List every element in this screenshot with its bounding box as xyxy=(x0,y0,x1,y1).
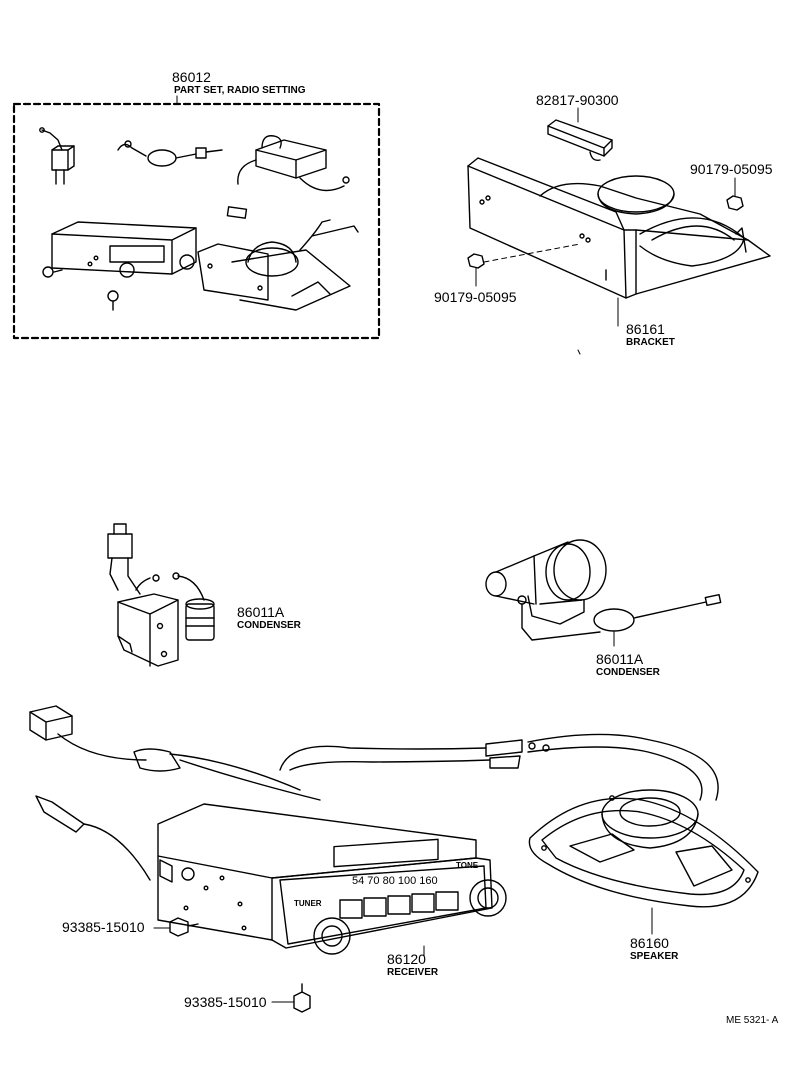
kit-connector-icon xyxy=(39,127,75,185)
bolt-left-part-number: 93385-15010 xyxy=(62,919,145,935)
bracket-part-name: BRACKET xyxy=(626,337,675,348)
bolt-icon-left xyxy=(153,917,199,937)
tone-label: TONE xyxy=(456,861,479,870)
nut-right-part-number: 90179-05095 xyxy=(690,161,773,177)
receiver-dial-scale: 54 70 80 100 160 xyxy=(352,875,438,887)
kit-choke-icon xyxy=(237,135,350,192)
bracket-clip-part-number: 82817-90300 xyxy=(536,92,619,108)
condenser-right-icon xyxy=(485,539,722,647)
kit-clip-icon xyxy=(226,206,248,219)
nut-left-part-number: 90179-05095 xyxy=(434,289,517,305)
condenser-left-part-name: CONDENSER xyxy=(237,620,301,631)
speaker-part-name: SPEAKER xyxy=(630,951,679,962)
kit-screw-icons xyxy=(42,266,119,311)
condenser-right-part-number: 86011A xyxy=(596,651,644,667)
bolt-bottom-part-number: 93385-15010 xyxy=(184,994,267,1010)
kit-part-name: PART SET, RADIO SETTING xyxy=(174,85,306,96)
diagram-code: ME 5321- A xyxy=(726,1015,779,1026)
condenser-left-part-number: 86011A xyxy=(237,604,285,620)
nut-icon-left xyxy=(467,243,581,287)
bracket-icon xyxy=(467,157,771,355)
receiver-part-number: 86120 xyxy=(387,951,426,967)
condenser-right-part-name: CONDENSER xyxy=(596,667,660,678)
harness-icon xyxy=(29,705,719,881)
condenser-left-icon xyxy=(107,523,215,667)
kit-receiver-icon xyxy=(51,221,197,278)
kit-part-number: 86012 xyxy=(172,69,211,85)
bolt-icon-bottom xyxy=(271,983,311,1013)
kit-condenser-icon xyxy=(117,140,223,167)
nut-icon-right xyxy=(726,177,744,211)
speaker-part-number: 86160 xyxy=(630,935,669,951)
tuner-label: TUNER xyxy=(294,899,322,908)
kit-bracket-icon xyxy=(197,219,359,311)
speaker-icon xyxy=(528,789,759,935)
receiver-icon xyxy=(157,803,507,957)
bracket-part-number: 86161 xyxy=(626,321,665,337)
kit-box xyxy=(12,95,381,340)
receiver-part-name: RECEIVER xyxy=(387,967,439,978)
bracket-clip-icon xyxy=(547,107,613,162)
